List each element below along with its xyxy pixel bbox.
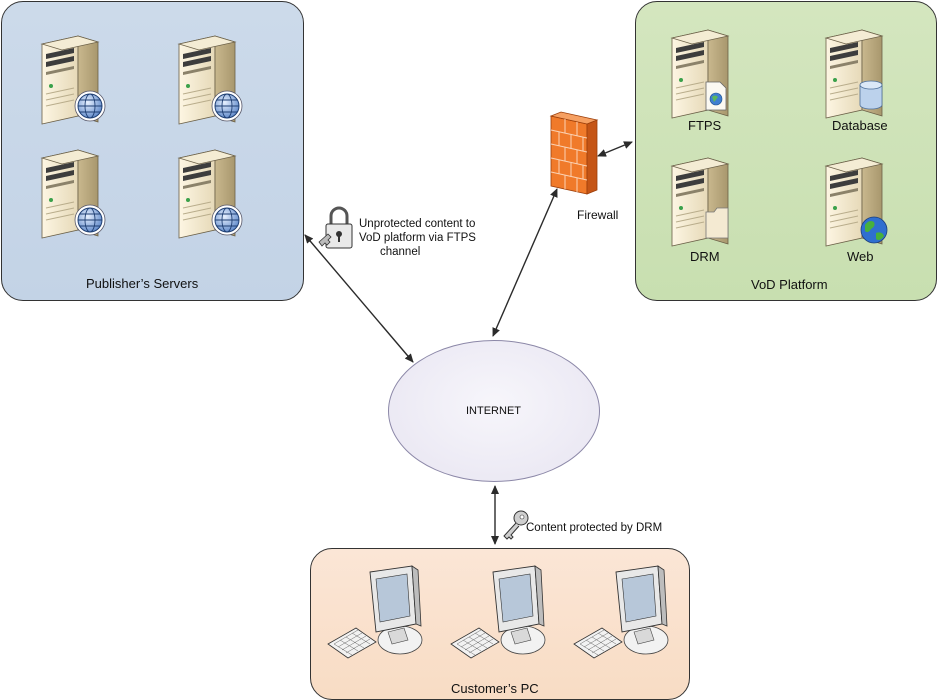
publisher-server-2-icon [178, 35, 243, 125]
firewall-label: Firewall [577, 208, 619, 222]
unprotected-annotation-line1: Unprotected content to [359, 218, 476, 230]
vod-group-label: VoD Platform [751, 277, 828, 292]
firewall-vod-link [597, 141, 633, 157]
unprotected-annotation-line2: VoD platform via FTPS [359, 232, 476, 244]
internet-label: INTERNET [466, 405, 521, 417]
internet-cloud [388, 340, 600, 482]
firewall-icon [549, 111, 599, 195]
publisher-server-3-icon [41, 149, 106, 239]
lock-icon [318, 206, 353, 249]
customer-pc-1-icon [327, 565, 423, 659]
protected-annotation: Content protected by DRM [526, 522, 663, 534]
customer-pc-2-icon [450, 565, 546, 659]
web-label: Web [847, 249, 874, 264]
key-icon [503, 510, 529, 540]
publisher-group-label: Publisher’s Servers [86, 276, 199, 291]
web-server-icon [825, 157, 888, 247]
publisher-internet-link [304, 234, 414, 363]
publisher-server-4-icon [178, 149, 243, 239]
database-label: Database [832, 118, 888, 133]
drm-label: DRM [690, 249, 720, 264]
customer-group-label: Customer’s PC [451, 681, 539, 696]
firewall-internet-link [492, 188, 558, 337]
drm-server-icon [671, 157, 729, 247]
publisher-server-1-icon [41, 35, 106, 125]
customer-pc-3-icon [573, 565, 669, 659]
unprotected-annotation-line3: channel [380, 246, 421, 258]
ftps-server-icon [671, 29, 729, 119]
database-server-icon [825, 29, 883, 119]
ftps-label: FTPS [688, 118, 722, 133]
